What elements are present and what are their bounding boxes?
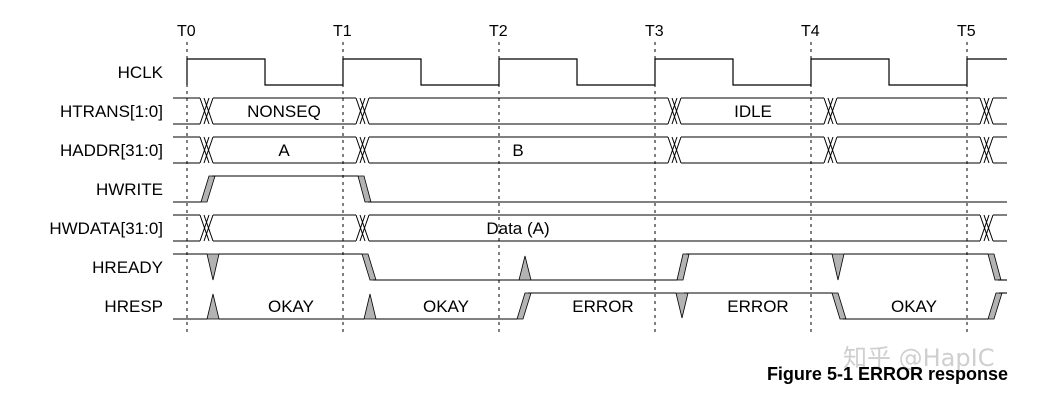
time-marker-t5: T5: [957, 23, 976, 40]
haddr-waveform: [173, 136, 1007, 164]
hresp-waveform: [173, 292, 1007, 320]
hresp-value-error-2: ERROR: [727, 297, 788, 316]
htrans-value-nonseq: NONSEQ: [247, 102, 321, 121]
signal-label-hresp: HRESP: [104, 297, 163, 316]
time-marker-t3: T3: [645, 23, 664, 40]
hwdata-value-data-a: Data (A): [486, 219, 549, 238]
hresp-value-okay-2: OKAY: [423, 297, 469, 316]
signal-label-hwrite: HWRITE: [96, 180, 163, 199]
hresp-value-okay-3: OKAY: [891, 297, 937, 316]
watermark: 知乎 @HapIC: [843, 344, 994, 372]
htrans-waveform: [173, 97, 1007, 125]
signal-label-haddr: HADDR[31:0]: [60, 141, 163, 160]
signal-label-hwdata: HWDATA[31:0]: [49, 219, 163, 238]
hresp-value-okay-1: OKAY: [268, 297, 314, 316]
hwrite-waveform: [173, 175, 1007, 203]
signal-label-htrans: HTRANS[1:0]: [60, 102, 163, 121]
haddr-value-a: A: [278, 141, 290, 160]
bus-waveforms: [173, 97, 1007, 242]
hclk-waveform: [186, 58, 1007, 86]
signal-label-hclk: HCLK: [118, 63, 164, 82]
hwdata-waveform: [173, 214, 1007, 242]
time-marker-t2: T2: [489, 23, 508, 40]
time-marker-t1: T1: [333, 23, 352, 40]
signal-label-hready: HREADY: [92, 258, 163, 277]
time-markers: T0 T1 T2 T3 T4 T5: [177, 23, 976, 40]
htrans-value-idle: IDLE: [734, 102, 772, 121]
signal-labels: HCLK HTRANS[1:0] HADDR[31:0] HWRITE HWDA…: [49, 63, 163, 316]
hresp-value-error-1: ERROR: [572, 297, 633, 316]
haddr-value-b: B: [512, 141, 523, 160]
time-marker-t0: T0: [177, 23, 196, 40]
hready-waveform: [173, 253, 1007, 281]
figure-caption: Figure 5-1 ERROR response: [767, 364, 1008, 384]
time-marker-t4: T4: [801, 23, 820, 40]
